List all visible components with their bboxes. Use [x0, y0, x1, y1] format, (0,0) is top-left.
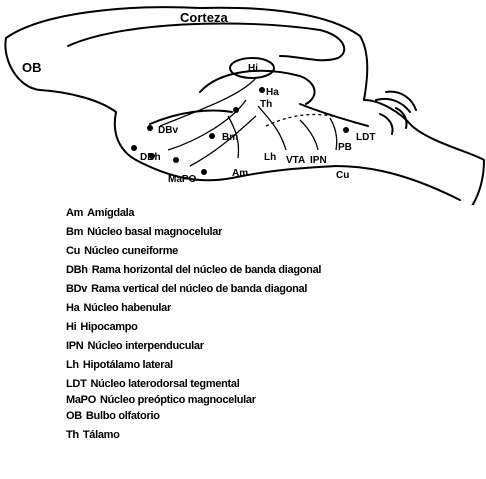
nucleus-dot: [173, 157, 179, 163]
legend-item: IPN Núcleo interpenducular: [66, 337, 321, 356]
label-bm: Bm: [222, 132, 238, 143]
legend-item: MaPO Núcleo preóptico magnocelular: [66, 394, 321, 406]
projection-line: [266, 115, 358, 127]
nucleus-dot: [233, 107, 239, 113]
legend-item: OB Bulbo olfatorio: [66, 406, 321, 426]
legend-item: DBh Rama horizontal del núcleo de banda d…: [66, 261, 321, 280]
legend-text: Núcleo preóptico magnocelular: [100, 394, 256, 406]
diencephalon-outline: [200, 71, 315, 104]
legend-item: LDT Núcleo laterodorsal tegmental: [66, 375, 321, 394]
legend-abbr: BDv: [66, 283, 87, 295]
legend-abbr: Lh: [66, 359, 79, 371]
projection-line: [330, 118, 337, 150]
legend-text: Núcleo basal magnocelular: [87, 226, 222, 238]
legend-abbr: LDT: [66, 378, 86, 390]
label-mapo: MaPO: [168, 174, 197, 185]
projection-line: [300, 120, 318, 150]
nucleus-dot: [131, 145, 137, 151]
brainstem-outline: [300, 104, 368, 126]
legend-text: Núcleo interpenducular: [87, 340, 203, 352]
legend-text: Tálamo: [83, 429, 120, 441]
legend-abbr: Th: [66, 429, 79, 441]
olfactory-bulb-outline: [5, 38, 116, 112]
legend-abbr: OB: [66, 410, 82, 422]
legend-text: Núcleo habenular: [83, 302, 171, 314]
label-am: Am: [232, 168, 248, 179]
legend-abbr: Ha: [66, 302, 79, 314]
nucleus-dot: [201, 169, 207, 175]
legend-text: Rama horizontal del núcleo de banda diag…: [92, 264, 321, 276]
projection-line: [258, 106, 286, 150]
legend-abbr: Hi: [66, 321, 76, 333]
label-ldt: LDT: [356, 132, 375, 143]
label-dbv: DBv: [158, 125, 178, 136]
legend-abbr: Am: [66, 207, 83, 219]
sagittal-brain-diagram: Corteza OB Hi Ha Th DBv DBh Bm Lh VTA IP…: [0, 0, 486, 205]
legend-abbr: IPN: [66, 340, 83, 352]
legend-text: Rama vertical del núcleo de banda diagon…: [91, 283, 307, 295]
legend-item: Lh Hipotálamo lateral: [66, 356, 321, 375]
nucleus-dot: [343, 127, 349, 133]
legend-abbr: Cu: [66, 245, 80, 257]
legend-item: Ha Núcleo habenular: [66, 299, 321, 318]
label-vta: VTA: [286, 155, 305, 166]
label-ob: OB: [22, 60, 42, 75]
legend-text: Núcleo laterodorsal tegmental: [90, 378, 239, 390]
legend-abbr: MaPO: [66, 394, 96, 406]
label-lh: Lh: [264, 152, 276, 163]
cortex-inner-arc: [68, 23, 344, 60]
label-ha: Ha: [266, 87, 279, 98]
nucleus-dot: [209, 133, 215, 139]
nucleus-dot: [147, 125, 153, 131]
legend-item: Hi Hipocampo: [66, 318, 321, 337]
legend-item: Th Tálamo: [66, 426, 321, 445]
legend-abbr: DBh: [66, 264, 88, 276]
legend-text: Bulbo olfatorio: [86, 410, 160, 422]
legend-text: Hipotálamo lateral: [83, 359, 173, 371]
label-th: Th: [260, 99, 272, 110]
label-dbh: DBh: [140, 152, 161, 163]
label-corteza: Corteza: [180, 10, 228, 25]
legend-text: Núcleo cuneiforme: [84, 245, 178, 257]
legend-text: Amígdala: [87, 207, 134, 219]
legend-text: Hipocampo: [80, 321, 137, 333]
legend-item: BDv Rama vertical del núcleo de banda dia…: [66, 280, 321, 299]
label-cu: Cu: [336, 170, 349, 181]
label-hi: Hi: [248, 63, 258, 74]
legend-abbr: Bm: [66, 226, 83, 238]
label-pb: PB: [338, 142, 352, 153]
nucleus-dot: [259, 87, 265, 93]
legend-item: Bm Núcleo basal magnocelular: [66, 223, 321, 242]
label-ipn: IPN: [310, 155, 327, 166]
legend-list: Am Amígdala Bm Núcleo basal magnocelular C…: [66, 204, 321, 445]
legend-item: Am Amígdala: [66, 204, 321, 223]
legend-item: Cu Núcleo cuneiforme: [66, 242, 321, 261]
